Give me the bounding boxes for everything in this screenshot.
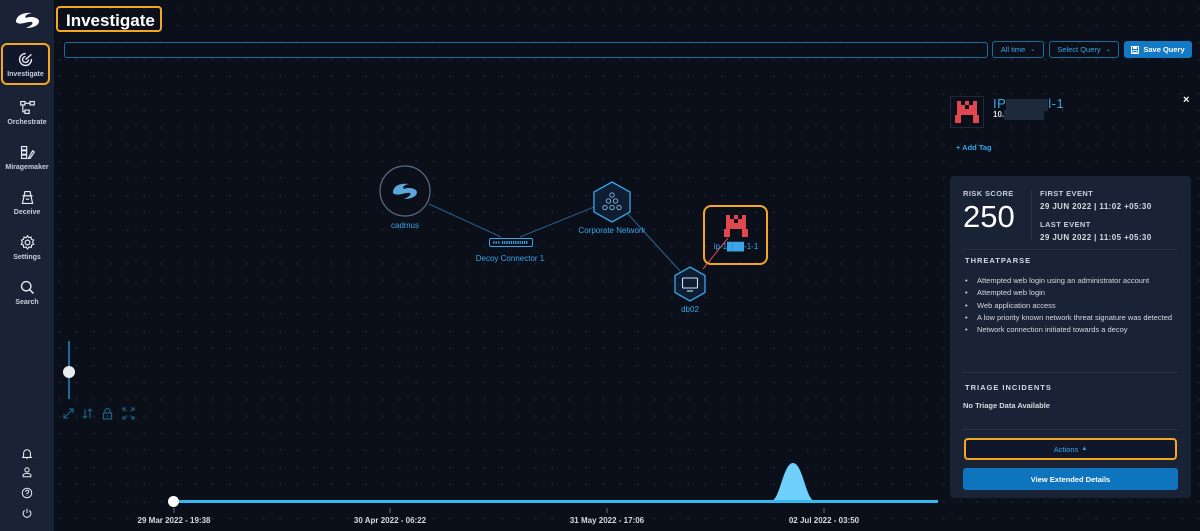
node-label-attacker: ip-1███-1-1	[713, 242, 759, 251]
threatparse-list: Attempted web login using an administrat…	[965, 275, 1180, 337]
timeline-track[interactable]	[173, 500, 938, 503]
lock-icon[interactable]	[101, 407, 114, 420]
node-label-decoy-connector: Decoy Connector 1	[475, 254, 545, 263]
first-event-label: FIRST EVENT	[1040, 189, 1094, 198]
space-invader-icon	[955, 101, 979, 123]
monitor-icon	[674, 266, 706, 302]
sidebar-item-settings[interactable]: Settings	[0, 225, 54, 269]
actions-label: Actions	[1053, 444, 1079, 454]
sidebar-item-deceive[interactable]: Deceive	[0, 180, 54, 224]
divider	[1031, 190, 1032, 240]
entity-details-card: RISK SCORE 250 FIRST EVENT 29 JUN 2022 |…	[950, 176, 1191, 498]
chevron-down-icon: ⌄	[1030, 47, 1036, 53]
save-query-label: Save Query	[1143, 45, 1185, 54]
sidebar-item-miragemaker[interactable]: Miragemaker	[0, 135, 54, 179]
threatparse-item: Network connection initiated towards a d…	[965, 324, 1180, 337]
entity-avatar	[950, 96, 984, 128]
first-event-value: 29 JUN 2022 | 11:02 +05:30	[1040, 202, 1152, 211]
timeline-label: 31 May 2022 - 17:06	[569, 516, 645, 525]
time-filter-value: All time	[1000, 45, 1026, 54]
help-icon	[21, 487, 33, 499]
sidebar-item-orchestrate[interactable]: Orchestrate	[0, 90, 54, 134]
close-panel-button[interactable]: ×	[1183, 94, 1190, 106]
select-query-value: Select Query	[1057, 45, 1101, 54]
select-query-dropdown[interactable]: Select Query ⌄	[1049, 41, 1119, 58]
help-button[interactable]	[0, 483, 54, 503]
sidebar-item-label: Settings	[13, 253, 41, 261]
space-invader-icon	[724, 215, 748, 237]
sidebar-item-label: Search	[15, 298, 39, 306]
node-label-db02: db02	[681, 305, 699, 314]
risk-score-label: RISK SCORE	[963, 189, 1014, 198]
network-hierarchy-icon	[593, 181, 631, 223]
page-title: Investigate	[56, 6, 162, 32]
redacted-block	[1004, 110, 1045, 120]
risk-score-value: 250	[963, 199, 1015, 234]
divider	[963, 372, 1178, 373]
threatparse-item: A low priority known network threat sign…	[965, 312, 1180, 325]
time-filter-dropdown[interactable]: All time ⌄	[992, 41, 1044, 58]
timeline-label: 29 Mar 2022 - 19:38	[137, 516, 211, 525]
cadmus-node-icon	[379, 165, 431, 217]
chevron-down-icon: ⌄	[1105, 47, 1111, 53]
triage-title: TRIAGE INCIDENTS	[965, 383, 1052, 392]
redacted-block	[1006, 98, 1049, 111]
logout-button[interactable]	[0, 503, 54, 523]
blocks-brush-icon	[20, 145, 35, 159]
node-label-cadmus: cadmus	[390, 221, 420, 230]
network-switch-icon	[489, 238, 533, 247]
threatparse-item: Web application access	[965, 300, 1180, 313]
graph-node-cadmus[interactable]	[379, 165, 431, 217]
sidebar-item-label: Orchestrate	[7, 118, 47, 126]
gear-icon	[19, 234, 35, 250]
triage-empty-message: No Triage Data Available	[963, 401, 1050, 410]
entity-ip: 10.	[993, 110, 1045, 120]
sidebar-item-label: Deceive	[13, 208, 41, 216]
zoom-slider-handle[interactable]	[63, 366, 75, 378]
sort-arrows-icon[interactable]	[81, 407, 94, 420]
view-extended-details-button[interactable]: View Extended Details	[963, 468, 1178, 490]
search-icon	[20, 280, 34, 294]
add-tag-link[interactable]: + Add Tag	[956, 143, 992, 152]
divider	[963, 429, 1178, 430]
user-icon	[22, 467, 32, 478]
timeline-label: 02 Jul 2022 - 03:50	[788, 516, 860, 525]
caret-up-icon: ▲	[1081, 446, 1088, 452]
decoy-icon	[21, 190, 33, 204]
query-input[interactable]	[64, 42, 988, 58]
notifications-button[interactable]	[0, 444, 54, 464]
sidebar-item-search[interactable]: Search	[0, 270, 54, 314]
sidebar: Investigate Orchestrate Miragemaker	[0, 0, 54, 531]
graph-node-db02[interactable]	[673, 266, 707, 302]
flow-nodes-icon	[19, 100, 35, 114]
sidebar-item-label: Investigate	[7, 70, 44, 78]
timeline-start-handle[interactable]	[168, 496, 179, 507]
threatparse-item: Attempted web login	[965, 287, 1180, 300]
threatparse-item: Attempted web login using an administrat…	[965, 275, 1180, 288]
graph-node-attacker[interactable]: ip-1███-1-1	[703, 205, 768, 265]
last-event-value: 29 JUN 2022 | 11:05 +05:30	[1040, 233, 1152, 242]
save-query-button[interactable]: Save Query	[1124, 41, 1192, 58]
threatparse-title: THREATPARSE	[965, 256, 1032, 265]
divider	[963, 249, 1178, 250]
sidebar-item-label: Miragemaker	[5, 163, 49, 171]
expand-diagonal-icon[interactable]	[62, 407, 75, 420]
brand-logo-icon	[16, 12, 39, 28]
fullscreen-icon[interactable]	[122, 407, 135, 420]
bell-icon	[21, 449, 33, 459]
actions-dropdown-button[interactable]: Actions ▲	[964, 438, 1177, 460]
floppy-disk-icon	[1131, 45, 1140, 54]
graph-node-decoy-connector[interactable]	[489, 234, 533, 247]
app-logo[interactable]	[0, 0, 54, 40]
last-event-label: LAST EVENT	[1040, 220, 1091, 229]
timeline-label: 30 Apr 2022 - 06:22	[353, 516, 427, 525]
graph-node-corporate-network[interactable]	[592, 181, 632, 223]
sidebar-item-investigate[interactable]: Investigate	[1, 43, 50, 85]
profile-button[interactable]	[0, 462, 54, 482]
node-label-corporate-network: Corporate Network	[578, 226, 646, 235]
radar-icon	[18, 52, 33, 66]
power-icon	[22, 508, 32, 518]
